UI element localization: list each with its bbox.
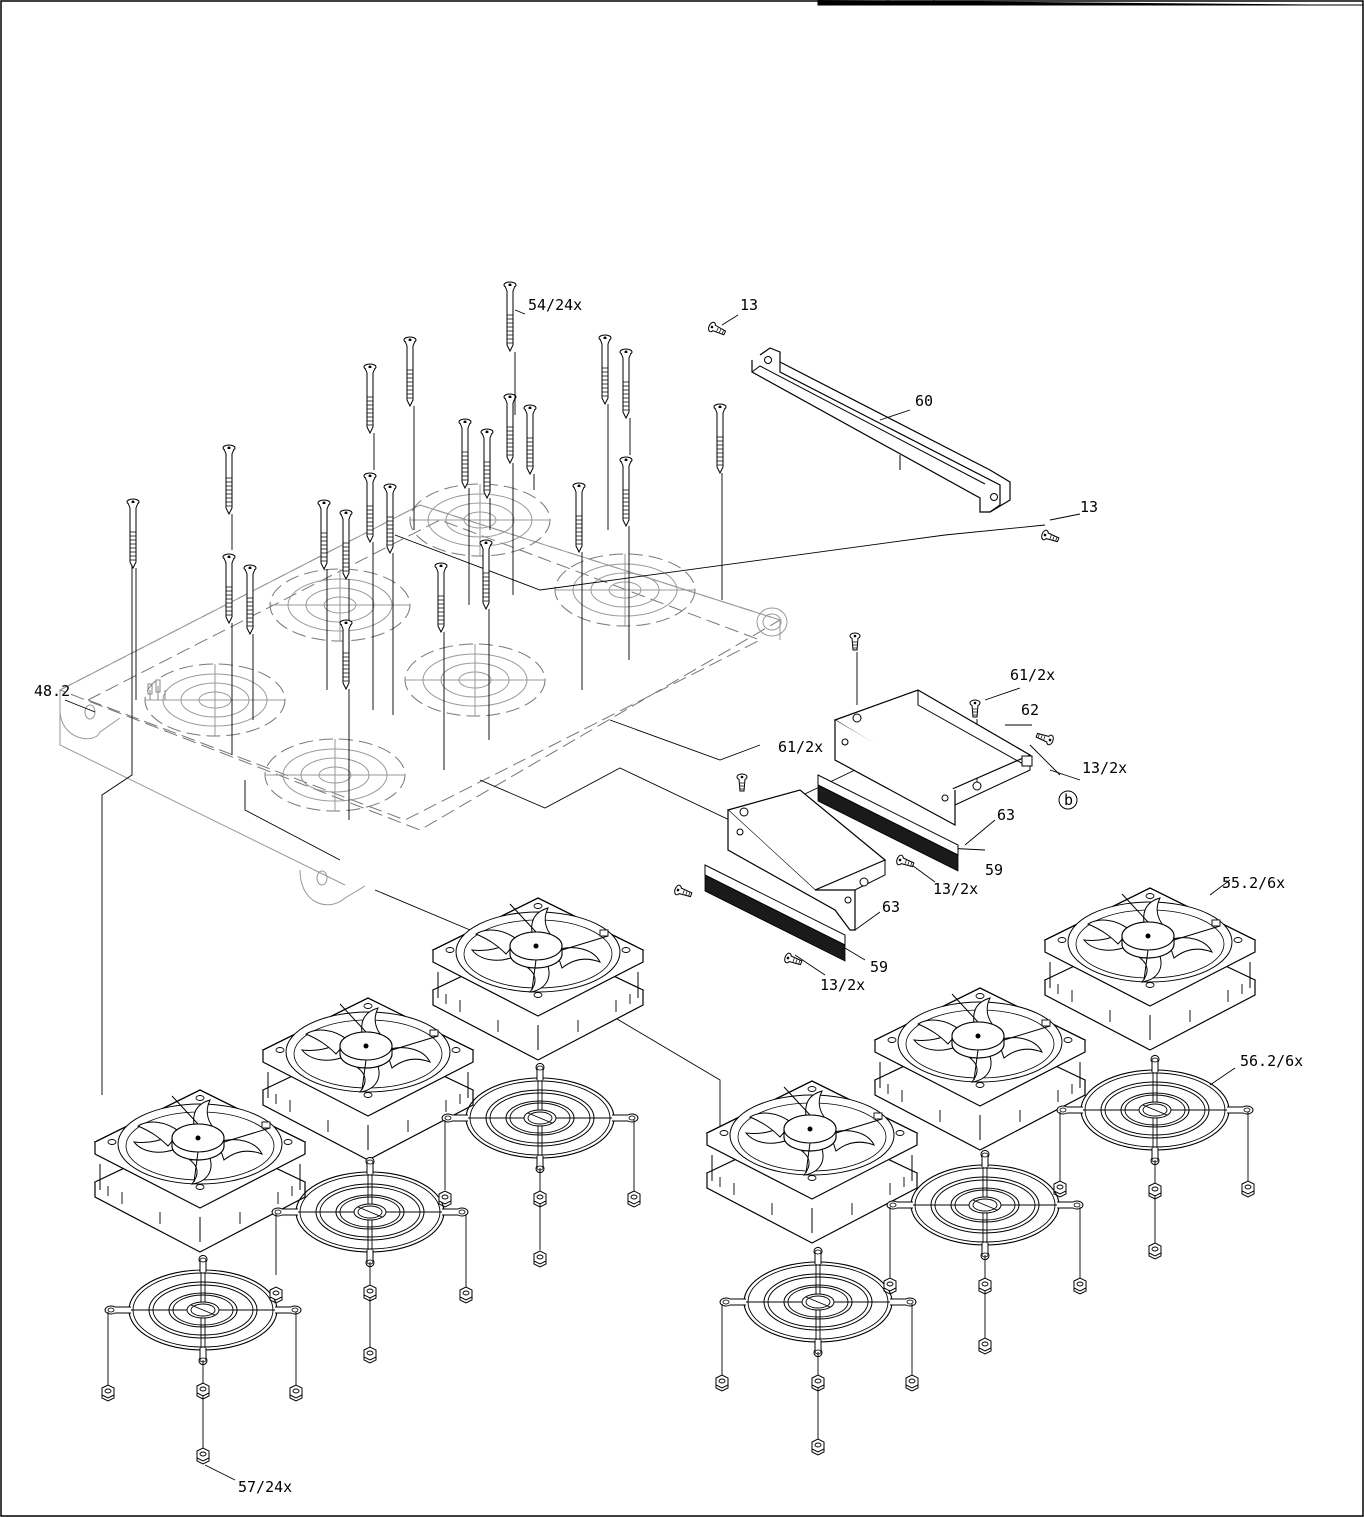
callout-61-upper: 61/2x: [1010, 666, 1055, 684]
bracket-60: [751, 347, 1011, 513]
callout-54: 54/24x: [528, 296, 582, 314]
callout-59-lower: 59: [870, 958, 888, 976]
callout-13-middle: 13/2x: [933, 880, 978, 898]
callout-57: 57/24x: [238, 1478, 292, 1496]
angle-63-lower: [726, 789, 887, 931]
callout-13-right: 13: [1080, 498, 1098, 516]
callout-59-upper: 59: [985, 861, 1003, 879]
callout-13-upper-right: 13/2x: [1082, 759, 1127, 777]
callout-62: 62: [1021, 701, 1039, 719]
screws-54: [126, 281, 727, 820]
nuts-57: [101, 1112, 1255, 1465]
callout-61-lower: 61/2x: [778, 738, 823, 756]
callout-60: 60: [915, 392, 933, 410]
callout-63-lower: 63: [882, 898, 900, 916]
fans-55: [94, 887, 1256, 1253]
callout-b: b: [1064, 791, 1073, 809]
title-block: [817, 0, 1363, 6]
angle-62-upper: [833, 689, 1078, 827]
callout-13-top: 13: [740, 296, 758, 314]
callout-56-2: 56.2/6x: [1240, 1052, 1303, 1070]
leader-lines: [64, 309, 1236, 1481]
callout-63-upper: 63: [997, 806, 1015, 824]
callout-labels: 54/24x 13 60 13 48.2 61/2x 62 13/2x b 61…: [34, 296, 1303, 1496]
callout-48-2: 48.2: [34, 682, 70, 700]
callout-55-2: 55.2/6x: [1222, 874, 1285, 892]
callout-b-circle: [1058, 790, 1078, 810]
base-plate: [58, 483, 788, 906]
callout-13-lower: 13/2x: [820, 976, 865, 994]
